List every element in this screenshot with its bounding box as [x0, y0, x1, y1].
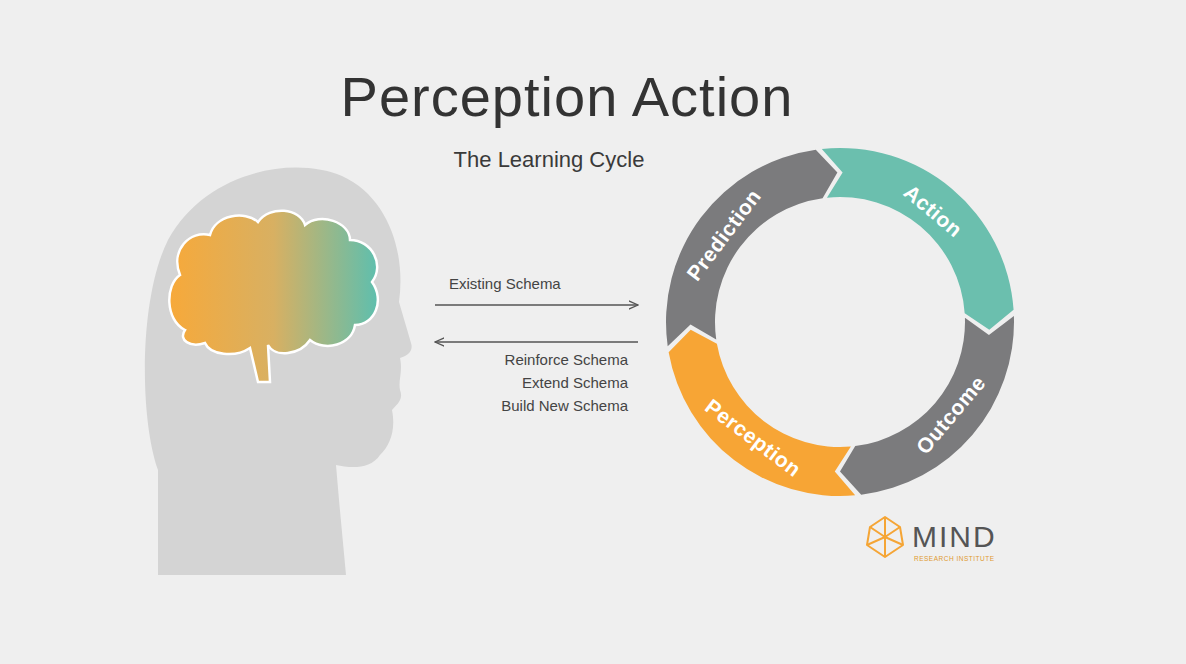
arrow-left	[435, 341, 638, 342]
title: Perception Action	[341, 64, 794, 129]
arrow-label: Reinforce Schema	[505, 351, 628, 368]
cycle-segment: Perception	[660, 142, 1020, 502]
segment-arrow	[669, 330, 856, 496]
arrow-label: Extend Schema	[522, 374, 628, 391]
arrow-label: Build New Schema	[501, 397, 628, 414]
arrow-right	[435, 304, 638, 305]
segment-arrow	[666, 150, 837, 347]
logo-icon	[867, 517, 903, 557]
brain	[169, 211, 378, 382]
arrow-label: Existing Schema	[449, 275, 561, 292]
logo-text: MIND	[912, 520, 997, 554]
logo-subtext: RESEARCH INSTITUTE	[914, 555, 995, 562]
segment-arrow	[840, 316, 1014, 495]
segment-shape	[660, 142, 1020, 502]
subtitle: The Learning Cycle	[454, 147, 645, 173]
segment-arrow	[822, 148, 1014, 330]
head-silhouette	[145, 168, 412, 575]
